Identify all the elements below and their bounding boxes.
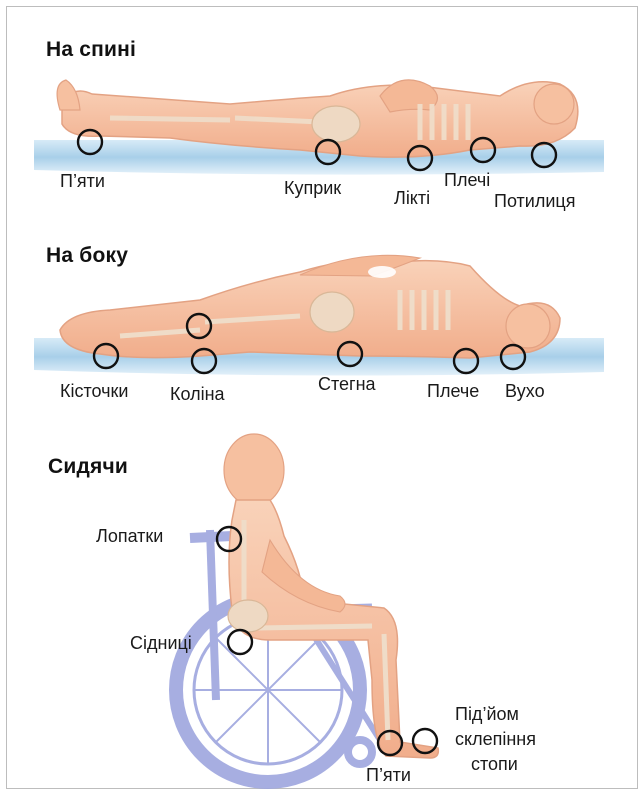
label-elbows: Лікті [394,188,430,209]
pressure-ring-buttocks [228,630,252,654]
section-title-side: На боку [46,244,128,268]
label-occiput: Потилиця [494,191,575,212]
label-instep-line1: Під’йом [455,704,519,725]
seated-figure [224,434,438,758]
label-hips: Стегна [318,374,376,395]
label-shoulder-blades: Лопатки [96,526,163,547]
section-title-sitting: Сидячи [48,455,128,479]
label-instep-line3: стопи [471,754,518,775]
label-shoulders: Плечі [444,170,490,191]
label-shoulder: Плече [427,381,479,402]
label-heels-sitting: П’яти [366,765,411,786]
label-instep-line2: склепіння [455,729,536,750]
label-ankles: Кісточки [60,381,128,402]
label-buttocks: Сідниці [130,633,192,654]
label-heels-supine: П’яти [60,171,105,192]
label-coccyx: Куприк [284,178,341,199]
side-figure [34,255,604,375]
section-title-supine: На спині [46,38,136,62]
label-ear: Вухо [505,381,545,402]
label-knees: Коліна [170,384,225,405]
